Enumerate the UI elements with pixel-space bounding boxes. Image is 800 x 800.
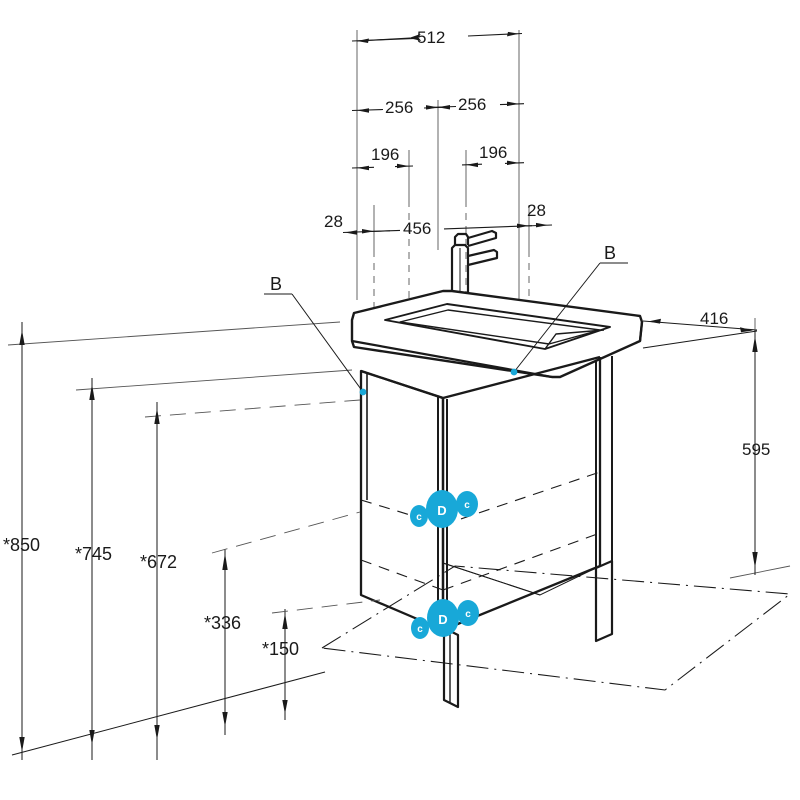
- dim-512: 512: [351, 28, 523, 47]
- dim-336-label: *336: [204, 613, 241, 633]
- dim-416-label: 416: [700, 309, 728, 328]
- dim-150: *150: [262, 599, 381, 720]
- marker-lower-d[interactable]: D: [427, 599, 459, 637]
- leg-rear-right: [595, 356, 613, 568]
- cabinet-hidden-lines: [360, 357, 601, 591]
- dim-196-right: 196: [461, 143, 525, 168]
- dim-28-right-label: 28: [527, 201, 546, 220]
- floor-outline: [320, 565, 792, 691]
- cabinet-interior-edge: [442, 562, 601, 596]
- marker-lower-c-right[interactable]: c: [457, 600, 479, 626]
- leg-right: [594, 559, 614, 643]
- marker-lower-c-right-label: c: [465, 609, 471, 620]
- dim-745-label: *745: [75, 544, 112, 564]
- marker-lower-d-label: D: [438, 612, 447, 627]
- washbasin: [350, 289, 644, 379]
- dim-150-label: *150: [262, 639, 299, 659]
- top-extension-lines: [356, 30, 530, 300]
- leg-front: [442, 626, 460, 709]
- washbasin-front-edge: [351, 321, 644, 379]
- dim-256-left: 256: [351, 98, 443, 117]
- dim-595-label: 595: [742, 440, 770, 459]
- washbasin-bowl: [399, 309, 605, 350]
- dim-28-right: 28: [524, 201, 553, 228]
- callout-b-left-label: B: [270, 274, 282, 294]
- dim-456-label: 456: [403, 219, 431, 238]
- dim-850: *850: [3, 321, 341, 760]
- cabinet-body: [359, 355, 602, 632]
- dim-595: 595: [729, 318, 791, 579]
- dim-745: *745: [75, 369, 353, 760]
- dim-336: *336: [204, 511, 361, 735]
- dim-850-label: *850: [3, 535, 40, 555]
- dim-196-right-label: 196: [479, 143, 507, 162]
- marker-upper-c-right-label: c: [464, 500, 470, 511]
- left-dim-baseline: [11, 671, 326, 756]
- dim-512-label: 512: [417, 28, 445, 47]
- dim-456: 456: [368, 219, 533, 238]
- dim-28-left-label: 28: [324, 212, 343, 231]
- marker-lower-c-left[interactable]: c: [411, 617, 429, 639]
- faucet: [450, 229, 499, 299]
- callout-b-right: B: [510, 243, 628, 376]
- callout-b-left: B: [264, 274, 367, 396]
- dim-256-left-label: 256: [385, 98, 413, 117]
- callout-b-right-label: B: [604, 243, 616, 263]
- dim-672-label: *672: [140, 552, 177, 572]
- dim-256-right-label: 256: [458, 95, 486, 114]
- dim-672: *672: [140, 399, 361, 760]
- marker-upper-c-left-label: c: [416, 512, 422, 523]
- dim-256-right: 256: [433, 95, 525, 114]
- marker-upper-d[interactable]: D: [426, 490, 458, 528]
- dim-196-left: 196: [351, 145, 414, 171]
- washbasin-rim-inner: [384, 303, 611, 350]
- dim-196-left-label: 196: [371, 145, 399, 164]
- marker-upper-d-label: D: [437, 503, 446, 518]
- marker-lower-c-left-label: c: [417, 624, 423, 635]
- marker-upper-c-right[interactable]: c: [456, 491, 478, 517]
- dim-416: 416: [642, 309, 758, 349]
- marker-upper-c-left[interactable]: c: [410, 505, 428, 527]
- faucet-detail-lines: [459, 248, 495, 299]
